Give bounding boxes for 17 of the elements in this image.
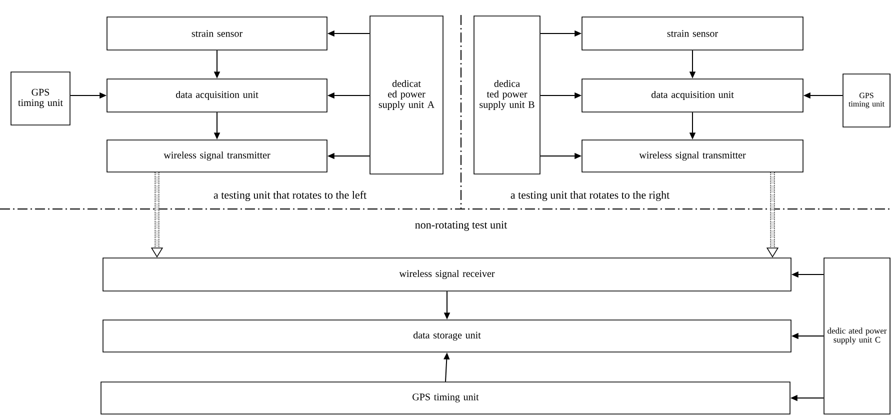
process-box: data acquisition unit bbox=[106, 78, 328, 112]
region-label: a testing unit that rotates to the right bbox=[510, 191, 670, 201]
process-box: data storage unit bbox=[102, 320, 792, 352]
process-box: data acquisition unit bbox=[582, 78, 804, 112]
process-box: wireless signal transmitter bbox=[106, 140, 328, 172]
process-box: strain sensor bbox=[106, 16, 328, 50]
power-supply-box: dedica ted power supply unit B bbox=[474, 16, 540, 174]
process-box: strain sensor bbox=[582, 16, 804, 50]
power-supply-box: dedicat ed power supply unit A bbox=[370, 16, 444, 174]
region-label: a testing unit that rotates to the left bbox=[214, 190, 366, 202]
process-box: wireless signal transmitter bbox=[582, 140, 804, 172]
process-box: GPS timing unit bbox=[10, 72, 70, 126]
region-label: non-rotating test unit bbox=[415, 221, 508, 231]
process-box: GPS timing unit bbox=[100, 382, 790, 414]
process-box: GPS timing unit bbox=[842, 74, 890, 128]
process-box: wireless signal receiver bbox=[102, 258, 792, 292]
power-supply-box: dedic ated power supply unit C bbox=[824, 258, 890, 414]
